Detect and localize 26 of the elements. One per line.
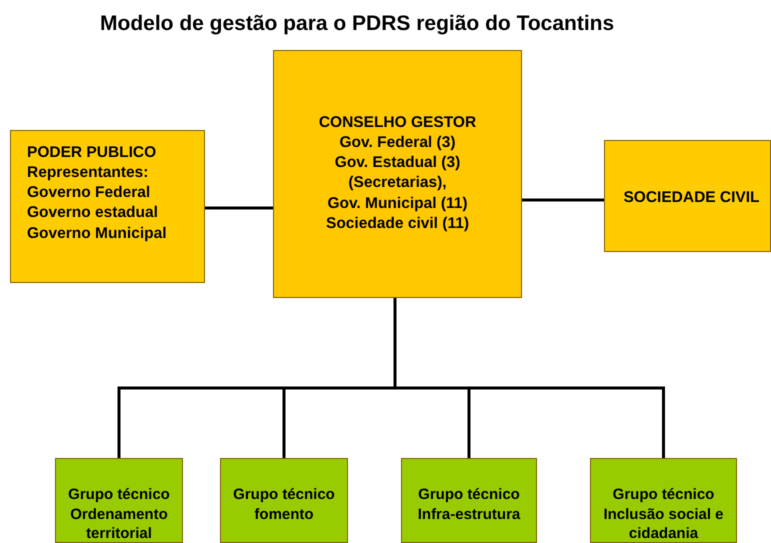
box-heading: Grupo técnico Infra-estrutura [416,485,522,524]
box-text: Governo Federal [27,183,150,204]
box-text: Gov. Municipal (11) [327,194,468,214]
group-box [401,458,537,543]
box-text: Gov. Estadual (3) (Secretarias), [334,153,462,194]
box-heading: SOCIEDADE CIVIL [623,188,760,208]
org-box [273,50,522,298]
box-text: Gov. Federal (3) [340,133,456,154]
group-box [55,458,183,543]
box-heading: Grupo técnico Ordenamento territorial [67,485,171,543]
connector-line [205,206,273,210]
box-text: Sociedade civil (11) [326,214,469,234]
org-box [10,130,205,283]
org-box [604,140,771,252]
box-heading: Grupo técnico fomento [232,485,336,524]
diagram-title: Modelo de gestão para o PDRS região do Tocantins [100,12,614,36]
group-box [590,458,737,543]
box-heading: Grupo técnico Inclusão social e cidadania [602,485,725,543]
box-text: Representantes: [27,163,148,184]
box-text: Governo Municipal [27,224,167,244]
connector-line [522,198,604,202]
connector-line [394,298,665,458]
box-heading: CONSELHO GESTOR [318,113,476,133]
box-heading: PODER PUBLICO [27,143,156,163]
box-text: Governo estadual [27,203,158,224]
group-box [220,458,348,543]
